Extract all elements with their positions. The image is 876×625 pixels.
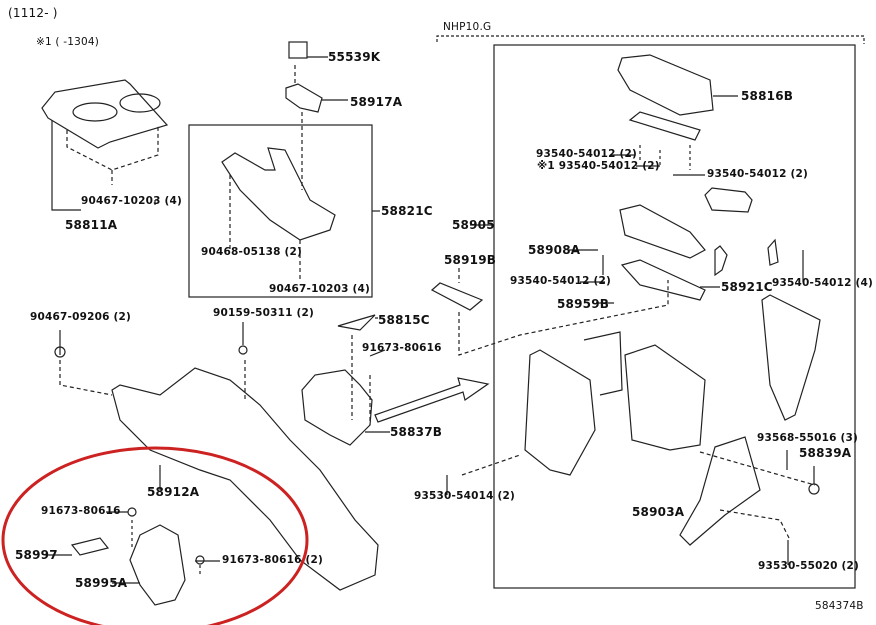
part-label[interactable]: 90468-05138 (2) [201, 246, 302, 258]
switch-panel-part [285, 83, 323, 113]
part-label[interactable]: 58997 [15, 548, 58, 562]
part-label[interactable]: 58995A [75, 576, 128, 590]
mechanism-part [619, 204, 706, 259]
part-label[interactable]: 58905 [452, 218, 495, 232]
part-label[interactable]: 93540-54012 (2) [536, 148, 637, 160]
part-label[interactable]: 93540-54012 (2) [510, 275, 611, 287]
part-label[interactable]: 58821C [381, 204, 433, 218]
part-label[interactable]: 58837B [390, 425, 443, 439]
gear-housing-part [301, 369, 373, 446]
direction-arrow [374, 377, 490, 423]
storage-bin-part [624, 344, 706, 451]
subassembly-box-58821C [188, 124, 373, 298]
part-label[interactable]: 58908A [528, 243, 581, 257]
side-panel-left-part [524, 349, 596, 476]
part-label[interactable]: 93530-55020 (2) [758, 560, 859, 572]
part-label[interactable]: 90467-10203 (4) [269, 283, 370, 295]
part-label[interactable]: 91673-80616 [41, 505, 121, 517]
cup-holder-part [41, 79, 169, 149]
part-label[interactable]: 58917A [350, 95, 403, 109]
clip-part [70, 537, 110, 556]
console-bracket-part [129, 524, 186, 606]
rear-cover-part [679, 436, 761, 546]
part-label[interactable]: 93568-55016 (3) [757, 432, 858, 444]
footnote: ※1 ( -1304) [36, 36, 100, 48]
part-label[interactable]: 58903A [632, 505, 685, 519]
illustration-number: 584374B [815, 600, 864, 612]
part-label[interactable]: 58815C [378, 313, 430, 327]
bracket-part [714, 245, 728, 277]
switch-part [288, 41, 308, 59]
part-label[interactable]: 93540-54012 (2) [707, 168, 808, 180]
part-label[interactable]: 90159-50311 (2) [213, 307, 314, 319]
part-label[interactable]: 58816B [741, 89, 794, 103]
part-label[interactable]: 90467-09206 (2) [30, 311, 131, 323]
part-label[interactable]: 58839A [799, 446, 852, 460]
part-label[interactable]: 58912A [147, 485, 200, 499]
part-label[interactable]: 58921C [721, 280, 773, 294]
part-label[interactable]: 58959B [557, 297, 610, 311]
cap-part [808, 483, 820, 495]
part-label[interactable]: 90467-10203 (4) [81, 195, 182, 207]
bottom-plate-part [620, 259, 706, 301]
console-body-part [111, 367, 379, 591]
part-label[interactable]: 91673-80616 [362, 342, 442, 354]
part-label[interactable]: 93530-54014 (2) [414, 490, 515, 502]
subassembly-box-58905 [493, 44, 856, 589]
highlight-ellipse [1, 446, 309, 625]
part-label[interactable]: 55539K [328, 50, 381, 64]
variant-group-label: NHP10.G [443, 21, 492, 33]
part-label[interactable]: 58811A [65, 218, 118, 232]
pad-part [430, 282, 484, 311]
side-panel-right-part [761, 294, 821, 421]
shift-trim-part [221, 147, 336, 241]
part-label[interactable]: 91673-80616 (2) [222, 554, 323, 566]
storage-box-part [704, 187, 753, 213]
armrest-lid-part [617, 54, 714, 116]
part-label[interactable]: ※1 93540-54012 (2) [537, 160, 660, 172]
variant-bracket [436, 35, 865, 44]
part-label[interactable]: 58919B [444, 253, 497, 267]
date-range: (1112- ) [8, 6, 58, 20]
part-label[interactable]: 93540-54012 (4) [772, 277, 873, 289]
